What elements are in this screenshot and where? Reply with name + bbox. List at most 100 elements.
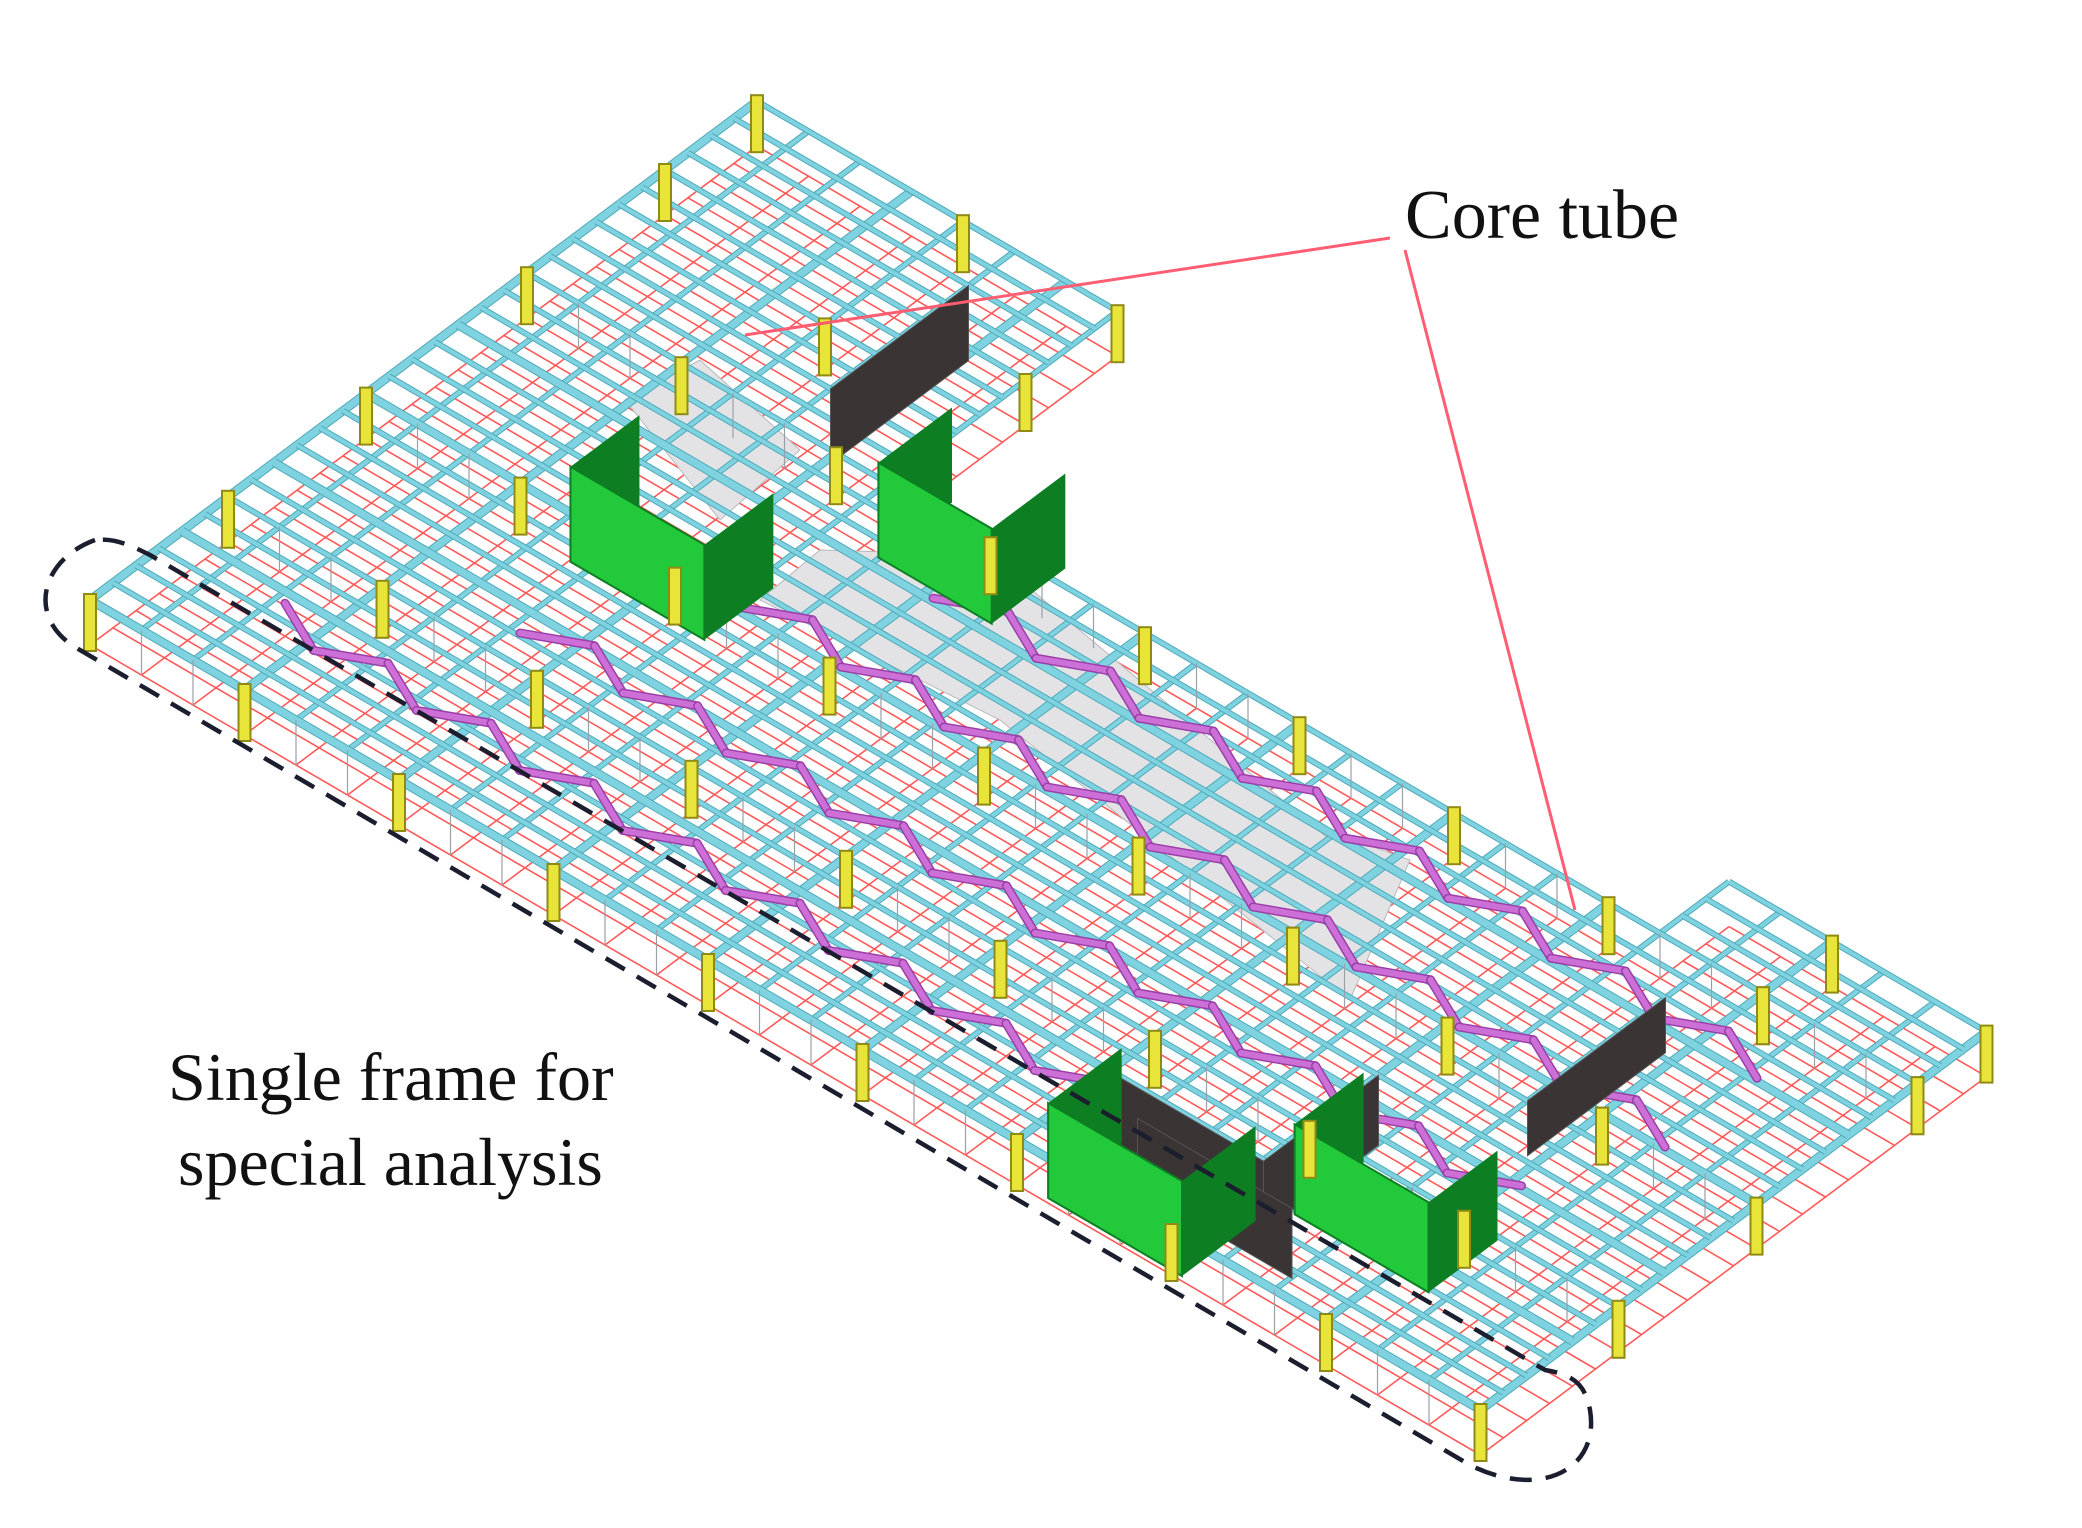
column — [513, 476, 528, 536]
beam — [295, 443, 1689, 1257]
truss-brace — [1106, 942, 1141, 996]
truss-brace — [1136, 715, 1217, 734]
beam — [1727, 879, 1988, 1034]
beam — [449, 309, 1119, 812]
column — [520, 266, 534, 326]
floor-slab-grid — [89, 145, 1987, 1456]
truss-brace — [1353, 964, 1434, 983]
core-tube-label: Core tube — [1405, 177, 1679, 254]
shear-wall — [830, 284, 969, 465]
column — [822, 656, 837, 716]
floor-grid-line — [710, 179, 1072, 392]
truss-brace — [900, 960, 935, 1014]
column — [1825, 934, 1839, 994]
column — [750, 94, 764, 154]
floor-grid-line — [319, 472, 1711, 1284]
column — [1756, 986, 1770, 1046]
column — [818, 317, 832, 377]
column — [1164, 1223, 1179, 1282]
core-tube — [1047, 1048, 1256, 1278]
core-wall — [1293, 1122, 1430, 1294]
beam — [134, 563, 1528, 1378]
beam — [87, 98, 760, 603]
floor-grid-line — [342, 455, 1734, 1267]
floor-grid-line — [618, 248, 980, 461]
truss-brace — [723, 750, 804, 769]
beam — [479, 305, 1873, 1120]
single-frame-dashed-outline — [43, 537, 1594, 1483]
truss-brace — [1633, 1096, 1668, 1150]
truss-brace — [517, 630, 598, 649]
column — [701, 953, 715, 1012]
truss-brace — [1004, 608, 1039, 662]
truss-brace — [912, 676, 947, 730]
truss-brace — [928, 1007, 1009, 1027]
floor-grid-line — [112, 627, 1504, 1439]
column — [1447, 806, 1461, 866]
column — [392, 773, 406, 832]
shear-wall — [1527, 996, 1666, 1157]
beam — [709, 133, 1073, 348]
column — [1749, 1196, 1764, 1256]
truss-brace — [385, 660, 420, 714]
truss-brace — [826, 810, 907, 829]
beam — [433, 340, 1827, 1154]
column — [375, 579, 390, 639]
truss-brace — [1003, 882, 1038, 936]
truss-brace — [282, 600, 317, 654]
truss-brace — [838, 664, 919, 683]
beam — [111, 581, 1505, 1395]
truss-brace — [797, 900, 832, 954]
truss-brace — [694, 840, 729, 894]
column — [237, 683, 252, 742]
column — [1440, 1016, 1455, 1076]
column — [1302, 1119, 1317, 1179]
core-tube-leader-line — [744, 236, 1391, 337]
column — [668, 566, 682, 626]
truss-brace — [619, 827, 700, 847]
truss-brace — [1238, 1050, 1319, 1069]
column — [1601, 896, 1616, 956]
truss-brace — [591, 780, 626, 834]
truss-brace — [413, 707, 494, 727]
truss-brace — [1239, 775, 1320, 794]
beam — [191, 159, 862, 662]
single-frame-label-line2: special analysis — [178, 1124, 603, 1200]
column — [546, 863, 561, 922]
beam — [242, 188, 914, 693]
column — [1611, 1299, 1626, 1359]
columns — [83, 94, 1994, 1462]
beam — [525, 271, 1919, 1085]
beam — [456, 321, 1851, 1138]
column — [1292, 716, 1307, 776]
beam — [272, 459, 1667, 1276]
truss-brace — [1044, 784, 1125, 803]
beam — [249, 477, 1643, 1292]
truss-brace — [929, 870, 1010, 889]
truss-brace — [900, 822, 935, 876]
truss-brace — [1032, 930, 1113, 949]
single-frame-label-line1: Single frame for — [168, 1039, 614, 1115]
column — [1010, 1133, 1024, 1192]
column — [977, 746, 991, 806]
column — [1110, 304, 1125, 364]
truss-brace — [1313, 788, 1348, 842]
column — [1910, 1076, 1925, 1136]
core-wall — [1047, 1101, 1183, 1278]
truss-brace — [1135, 990, 1216, 1009]
column — [956, 214, 970, 274]
truss-brace — [1519, 908, 1554, 962]
beam — [686, 151, 1050, 365]
column — [993, 939, 1008, 999]
column — [1457, 1209, 1471, 1269]
floor-grid-line — [296, 489, 1688, 1301]
truss-brace — [1015, 736, 1050, 790]
truss-brace — [825, 947, 906, 967]
truss-brace — [722, 887, 803, 907]
truss-brace — [1209, 1002, 1244, 1056]
core-wall — [1182, 1126, 1256, 1277]
column — [530, 669, 544, 729]
column — [1286, 926, 1300, 986]
truss-brace — [1445, 895, 1526, 914]
